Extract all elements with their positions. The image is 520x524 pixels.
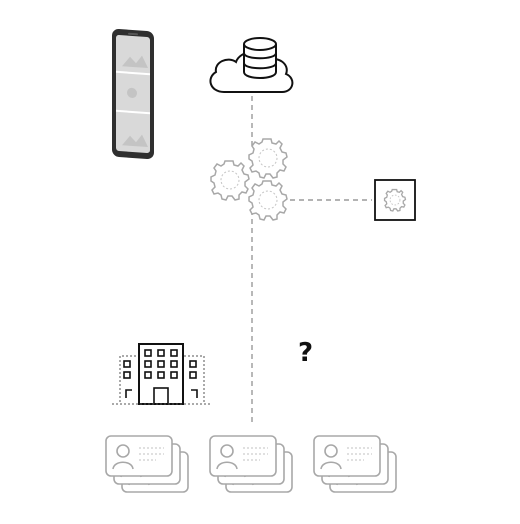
gear-in-box-icon: [374, 179, 416, 221]
id-card-stack-icon: [313, 435, 397, 493]
gears-cluster-icon: [210, 138, 288, 221]
connector-lines: [251, 96, 372, 422]
id-card-stack-icon: [105, 435, 189, 493]
office-building-icon: [112, 343, 210, 405]
id-card-stack-icon: [209, 435, 293, 493]
question-mark-annotation: ?: [298, 338, 314, 368]
cloud-database-icon: [209, 37, 294, 93]
smartphone-icon: [112, 29, 154, 159]
